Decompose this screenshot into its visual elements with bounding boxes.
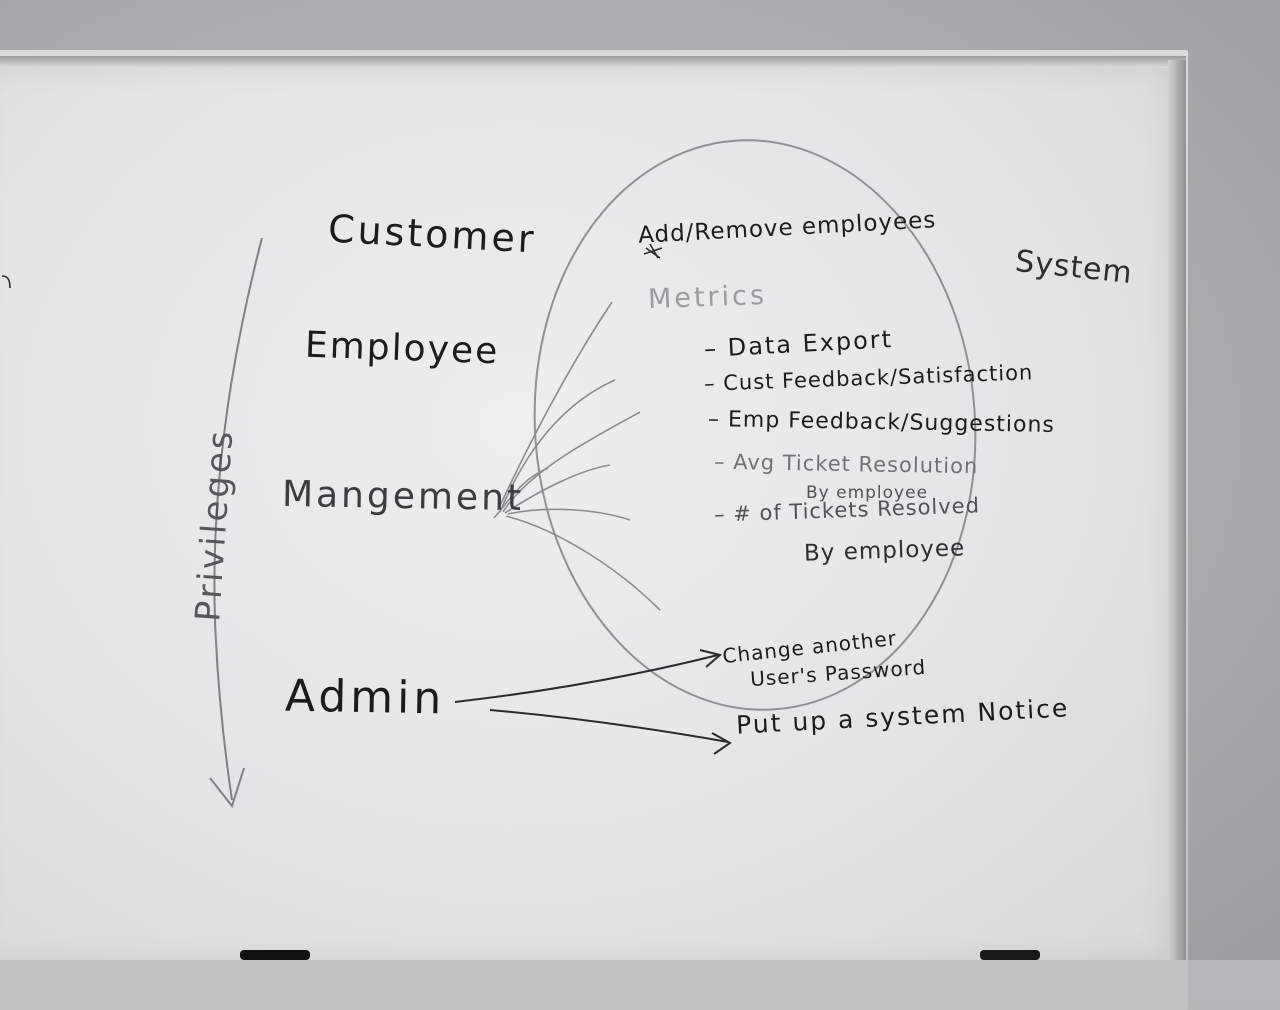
role-admin: Admin: [284, 670, 446, 725]
metrics-heading: Metrics: [647, 279, 768, 316]
whiteboard-frame-right: [1168, 60, 1186, 960]
privileges-arrowhead: [209, 767, 245, 809]
system-ellipse: [533, 139, 977, 711]
admin-arrow-notice: [489, 709, 729, 743]
admin-arrow-password: [454, 654, 719, 703]
management-links: [493, 301, 661, 611]
marker-icon: [240, 950, 310, 960]
privileges-arrow: [213, 237, 263, 801]
whiteboard-surface: [0, 68, 1168, 960]
left-edge-mark: [1, 275, 11, 289]
whiteboard-frame-top: [0, 56, 1186, 70]
role-employee: Employee: [304, 324, 500, 373]
admin-arrowhead-notice: [711, 732, 732, 755]
star-icon: [643, 243, 663, 259]
marker-tray: [180, 944, 1180, 960]
role-management: Mangement: [281, 473, 525, 520]
metric-subitem: By employee: [806, 483, 929, 503]
metric-item: – Avg Ticket Resolution: [713, 449, 979, 479]
whiteboard-drawings: [1, 139, 977, 809]
admin-arrowhead-password: [699, 649, 723, 668]
marker-icon: [980, 950, 1040, 960]
